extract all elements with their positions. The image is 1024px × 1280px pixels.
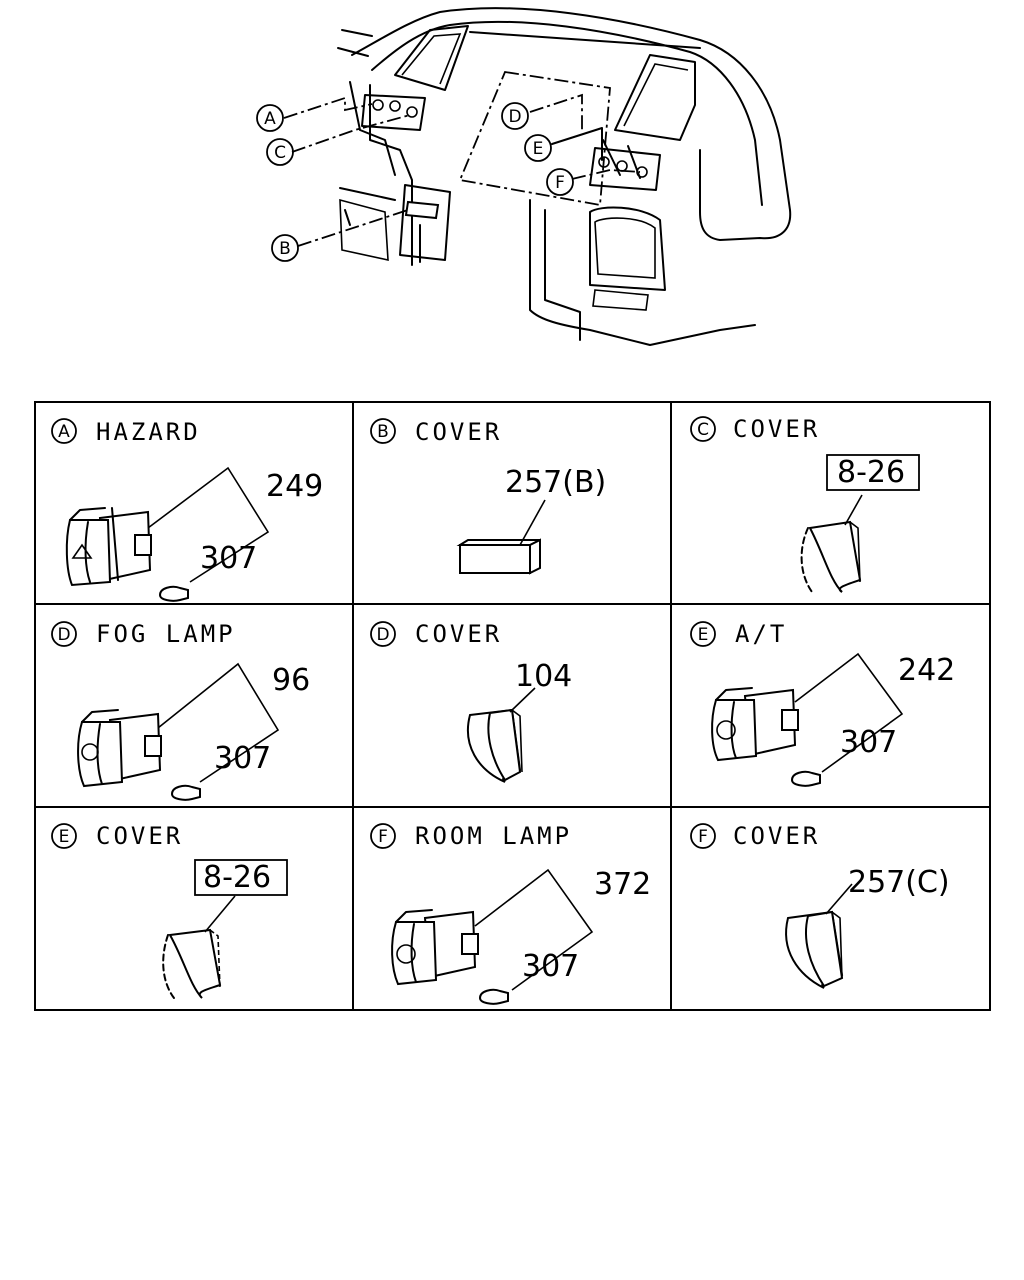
cell-title: COVER	[96, 822, 183, 850]
cell-fog-lamp: D FOG LAMP 96 307	[51, 620, 310, 801]
part-307: 307	[200, 541, 257, 576]
cell-letter: D	[57, 625, 70, 645]
cell-cover-b: B COVER 257(B)	[370, 418, 606, 575]
cell-cover-f: F COVER 257(C)	[690, 822, 950, 989]
part-257b: 257(B)	[505, 465, 606, 500]
cell-title: COVER	[733, 822, 820, 850]
part-307: 307	[840, 725, 897, 760]
callout-f: F	[555, 173, 565, 193]
cell-cover-e: E COVER 8-26	[51, 822, 288, 999]
cell-letter: A	[58, 422, 70, 442]
cell-hazard: A HAZARD 249 307	[51, 418, 323, 602]
cell-title: COVER	[415, 620, 502, 648]
cell-letter: B	[377, 422, 389, 442]
dashboard-overview: A C B D E F	[256, 7, 792, 346]
callout-e: E	[533, 139, 544, 159]
part-307: 307	[214, 741, 271, 776]
cell-title: ROOM LAMP	[415, 822, 572, 850]
parts-grid	[34, 401, 991, 1011]
callout-d: D	[508, 107, 521, 127]
cell-letter: D	[376, 625, 389, 645]
cell-title: HAZARD	[96, 418, 201, 446]
cell-title: A/T	[735, 620, 787, 648]
part-104: 104	[515, 659, 572, 694]
callout-c: C	[274, 143, 286, 163]
part-8-26: 8-26	[203, 860, 271, 895]
cell-letter: E	[698, 625, 709, 645]
part-96: 96	[272, 663, 310, 698]
cell-letter: C	[697, 420, 709, 440]
cell-title: FOG LAMP	[96, 620, 236, 648]
cell-title: COVER	[733, 415, 820, 443]
cell-letter: F	[698, 827, 708, 847]
cell-cover-d: D COVER 104	[370, 620, 572, 783]
cell-letter: E	[59, 827, 70, 847]
cell-cover-c: C COVER 8-26	[690, 415, 920, 593]
part-8-26: 8-26	[837, 455, 905, 490]
cell-room-lamp: F ROOM LAMP 372 307	[370, 822, 651, 1005]
part-242: 242	[898, 653, 955, 688]
callout-a: A	[264, 109, 276, 129]
callout-b: B	[279, 239, 291, 259]
part-249: 249	[266, 469, 323, 504]
cell-letter: F	[378, 827, 388, 847]
cell-title: COVER	[415, 418, 502, 446]
part-372: 372	[594, 867, 651, 902]
part-307: 307	[522, 949, 579, 984]
part-257c: 257(C)	[848, 865, 950, 900]
cell-at: E A/T 242 307	[690, 620, 955, 787]
